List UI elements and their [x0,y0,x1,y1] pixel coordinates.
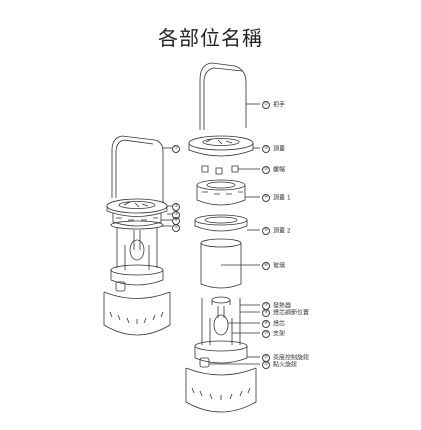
left-callout-1: ① [172,145,180,153]
part-name: 燈芯調節位置 [273,309,310,317]
part-number: ⑥ [262,262,270,270]
part-name: 點火旋鈕 [273,361,298,369]
part-number: ④ [262,194,270,202]
part-number: ⑤ [262,227,270,235]
part-name: 螺帽 [273,166,286,174]
part-number: ⑧ [262,309,270,317]
assembled-lantern [103,135,171,336]
part-name: 支架 [273,330,286,338]
part-name: 玻璃 [273,262,286,270]
part-number: ⑨ [262,320,270,328]
part-name: 燈芯 [273,320,286,328]
part-name: 把手 [273,101,286,109]
part-number: ③ [262,166,270,174]
part-number: ② [262,145,270,153]
part-name: 頂蓋 1 [273,194,291,202]
exploded-view [185,62,260,413]
left-callout-5: ⑤ [172,224,180,232]
part-name: 亮度控制旋鈕 [273,354,310,362]
left-callout-2: ② [172,203,180,211]
part-name: 頂蓋 [273,145,286,153]
part-number: ① [262,101,270,109]
part-number: ⑩ [262,330,270,338]
part-name: 發熱器 [273,302,292,310]
part-name: 頂蓋 2 [273,227,291,235]
page-title: 各部位名稱 [158,26,263,50]
part-number: ⑫ [262,361,270,369]
